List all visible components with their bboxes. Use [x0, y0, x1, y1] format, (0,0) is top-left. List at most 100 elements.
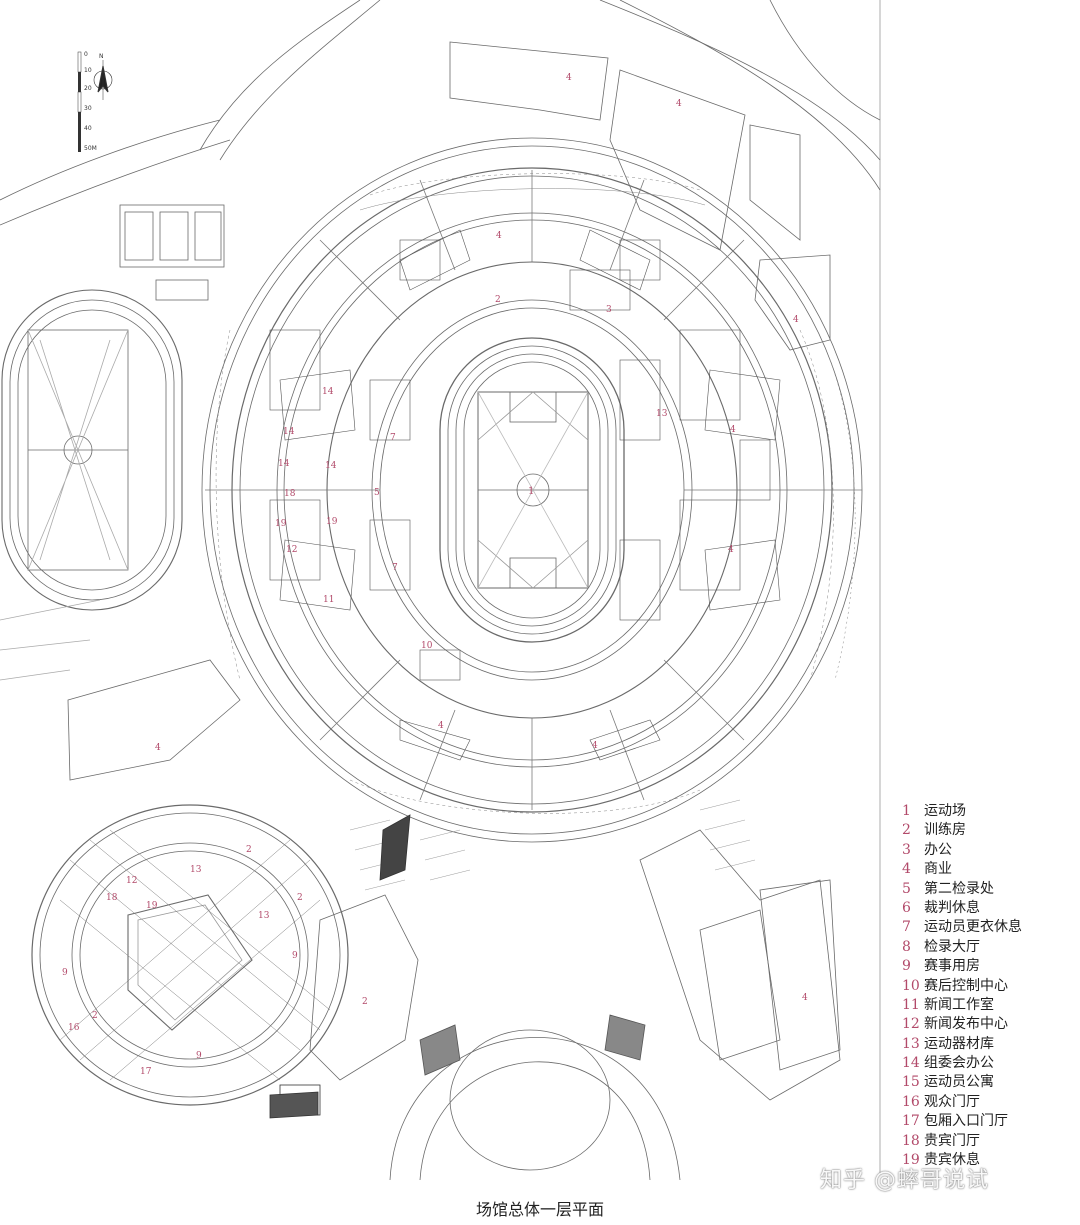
- legend-item: 6 裁判休息: [902, 897, 1072, 916]
- legend-label: 商业: [924, 861, 952, 878]
- plan-room-number: 9: [196, 1051, 202, 1061]
- legend-label: 包厢入口门厅: [924, 1113, 1008, 1130]
- legend-item: 7 运动员更衣休息: [902, 916, 1072, 935]
- legend-number: 1: [902, 803, 911, 819]
- plan-room-number: 3: [606, 305, 612, 315]
- site-plan-drawing: 1 2 3 4 4 4 4 4 4 4 4 4 4 5 7 7 10 11 12…: [0, 0, 881, 1180]
- legend-label: 运动器材库: [924, 1035, 994, 1052]
- plan-room-number: 13: [190, 865, 202, 875]
- plan-room-number: 7: [390, 433, 396, 443]
- north-label: N: [99, 53, 104, 60]
- legend-label: 新闻发布中心: [924, 1016, 1008, 1033]
- plan-room-number: 9: [62, 968, 68, 978]
- scale-tick-label: 0: [84, 51, 88, 58]
- plan-room-number: 4: [793, 315, 799, 325]
- plan-room-number: 12: [286, 545, 297, 555]
- legend-number: 3: [902, 841, 911, 858]
- legend-number: 10: [902, 977, 920, 994]
- legend-number: 13: [902, 1035, 920, 1052]
- legend-label: 赛事用房: [924, 958, 980, 975]
- legend-label: 运动场: [924, 803, 966, 819]
- plan-room-number: 2: [246, 845, 252, 855]
- plan-room-number: 17: [140, 1067, 152, 1077]
- legend-label: 裁判休息: [924, 899, 980, 916]
- legend-item: 2 训练房: [902, 819, 1072, 838]
- plan-room-number: 4: [676, 99, 682, 109]
- plan-room-number: 4: [496, 231, 502, 241]
- plan-room-number: 4: [438, 721, 444, 731]
- legend-item: 3 办公: [902, 839, 1072, 858]
- legend-label: 赛后控制中心: [924, 977, 1008, 994]
- figure-caption: 场馆总体一层平面: [475, 1200, 604, 1219]
- plan-room-number: 5: [374, 488, 380, 498]
- legend-label: 贵宾门厅: [924, 1132, 980, 1149]
- legend-number: 16: [902, 1093, 920, 1110]
- legend-number: 5: [902, 880, 911, 897]
- plan-room-number: 2: [495, 295, 501, 305]
- plan-room-number: 14: [283, 427, 295, 437]
- plan-room-number: 4: [155, 743, 161, 753]
- legend-number: 12: [902, 1016, 920, 1033]
- legend-label: 第二检录处: [924, 880, 994, 897]
- legend-label: 检录大厅: [924, 938, 980, 955]
- legend-label: 贵宾休息: [924, 1152, 980, 1169]
- legend-label: 观众门厅: [924, 1093, 980, 1110]
- plan-room-number: 14: [322, 387, 334, 397]
- legend-number: 6: [902, 899, 911, 916]
- legend-number: 19: [902, 1152, 920, 1169]
- plan-room-number: 16: [68, 1023, 80, 1033]
- plan-room-number: 19: [275, 519, 287, 529]
- scale-tick-label: 20: [84, 85, 92, 92]
- legend-number: 7: [902, 919, 911, 936]
- plan-room-number: 18: [106, 893, 118, 903]
- legend-number: 18: [902, 1132, 920, 1149]
- scale-bar: 0 10 20 30 40 50M: [77, 51, 97, 152]
- plan-room-number: 4: [802, 993, 808, 1003]
- legend-number: 14: [902, 1055, 920, 1072]
- scale-tick-label: 50M: [84, 145, 97, 152]
- plan-room-number: 2: [297, 893, 303, 903]
- legend-item: 1 运动场: [902, 800, 1072, 819]
- plan-room-number: 13: [656, 409, 668, 419]
- legend-number: 2: [902, 822, 911, 839]
- scale-tick-label: 10: [84, 67, 92, 74]
- legend-number: 17: [902, 1113, 920, 1130]
- plan-room-number: 19: [326, 517, 338, 527]
- scale-tick-label: 40: [84, 125, 92, 132]
- watermark: 知乎 @蟀哥说试: [820, 1168, 989, 1193]
- plan-room-number: 18: [284, 489, 296, 499]
- plan-room-number: 2: [362, 997, 368, 1007]
- legend-label: 训练房: [924, 822, 966, 839]
- north-arrow-icon: [93, 60, 113, 100]
- legend-number: 11: [902, 996, 920, 1013]
- plan-room-number: 4: [730, 425, 736, 435]
- legend-label: 办公: [924, 841, 952, 858]
- plan-room-number: 14: [278, 459, 290, 469]
- legend-label: 运动员公寓: [924, 1074, 994, 1091]
- plan-room-number: 4: [566, 73, 572, 83]
- plan-room-number: 9: [292, 951, 298, 961]
- plan-room-number: 11: [323, 595, 334, 605]
- plan-room-number: 14: [325, 461, 337, 471]
- plan-room-number: 7: [392, 563, 398, 573]
- legend-number: 4: [902, 861, 911, 878]
- stadium-field-number: 1: [528, 486, 534, 497]
- plan-room-number: 19: [146, 901, 158, 911]
- plan-room-number: 13: [258, 911, 270, 921]
- plan-room-number: 10: [421, 641, 433, 651]
- legend-label: 运动员更衣休息: [924, 919, 1022, 936]
- legend-item: 4 商业: [902, 858, 1072, 877]
